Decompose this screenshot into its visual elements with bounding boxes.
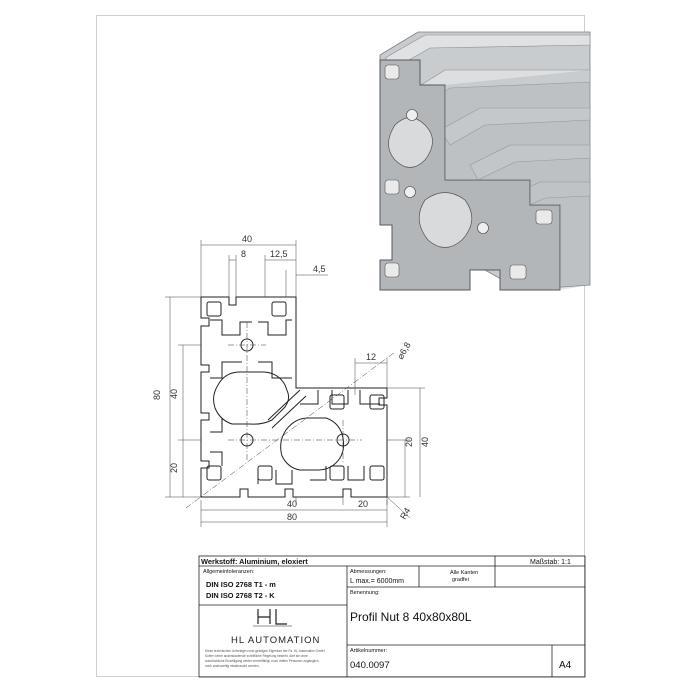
profile-name: Profil Nut 8 40x80x80L bbox=[350, 610, 472, 624]
edges-line-1: Alle Kanten bbox=[450, 570, 478, 576]
dim-top-offset: 12,5 bbox=[270, 249, 288, 259]
general-tolerance-label: Allgemeintoleranzen: bbox=[203, 569, 255, 575]
profile-3d-render bbox=[379, 31, 591, 291]
name-label: Benennung: bbox=[350, 590, 380, 596]
dim-bottom-inner: 40 bbox=[287, 499, 297, 509]
dim-radius: R4 bbox=[398, 506, 412, 521]
dim-right-slot: 12 bbox=[366, 352, 376, 362]
dim-hole-diameter: ⌀6,8 bbox=[395, 340, 413, 361]
dimensions-value: L max.= 6000mm bbox=[350, 578, 404, 585]
dim-right-outer: 40 bbox=[420, 437, 430, 447]
dim-left-upper: 40 bbox=[169, 389, 179, 399]
dimensions-label: Abmessungen: bbox=[350, 569, 387, 575]
title-block: Werkstoff: Aluminium, eloxiert Allgemein… bbox=[198, 555, 586, 678]
disclaimer-line-1: Diese technischen Unterlagen sind geisti… bbox=[205, 649, 326, 653]
scale-label: Maßstab: 1:1 bbox=[530, 559, 571, 566]
profile-cross-section bbox=[200, 296, 388, 498]
disclaimer-line-4: noch anderweitig missbraucht werden. bbox=[205, 664, 260, 668]
dim-bottom-right: 20 bbox=[358, 499, 368, 509]
dim-top-gap: 4,5 bbox=[313, 264, 326, 274]
center-lines bbox=[185, 322, 396, 509]
dimension-lines bbox=[165, 240, 425, 527]
article-label: Artikelnummer: bbox=[350, 648, 387, 654]
tolerance-line-1: DIN ISO 2768 T1 - m bbox=[206, 580, 276, 589]
sheet-size: A4 bbox=[559, 660, 572, 671]
disclaimer-line-2: Sofern keine anderslautende schriftliche… bbox=[205, 654, 308, 658]
article-number: 040.0097 bbox=[350, 660, 390, 671]
sheet-frame bbox=[96, 15, 585, 677]
dim-left-lower: 20 bbox=[169, 463, 179, 473]
tolerance-line-2: DIN ISO 2768 T2 - K bbox=[206, 591, 275, 600]
dim-right-inner: 20 bbox=[404, 437, 414, 447]
dim-top-slot: 8 bbox=[241, 249, 246, 259]
dim-bottom-total: 80 bbox=[287, 512, 297, 522]
company-logo: HL AUTOMATION bbox=[231, 609, 320, 646]
dim-left-total: 80 bbox=[152, 390, 162, 400]
disclaimer-line-3: ausdrückliche Einwilligung weder verviel… bbox=[205, 659, 320, 663]
material-label: Werkstoff: Aluminium, eloxiert bbox=[201, 557, 308, 566]
dim-top-width: 40 bbox=[242, 234, 252, 244]
company-name: HL AUTOMATION bbox=[231, 635, 320, 646]
edges-line-2: gradfei bbox=[452, 577, 469, 583]
